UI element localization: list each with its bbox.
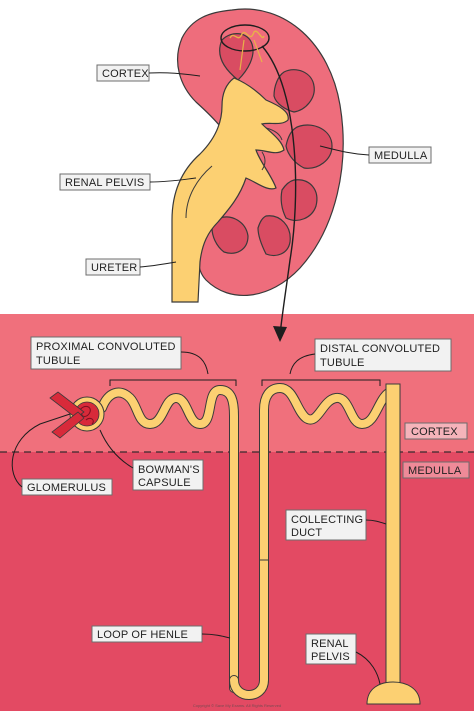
renal-pelvis-cup [366, 681, 421, 705]
proximal-convoluted-tubule-fill [98, 386, 238, 692]
proximal-bracket [109, 379, 237, 386]
label-text: URETER [91, 262, 137, 274]
distal-bracket [261, 379, 381, 386]
label-text: CAPSULE [138, 477, 191, 489]
label-renal-pelvis-top: RENAL PELVIS [59, 173, 151, 191]
label-arrow [365, 519, 387, 525]
label-text: RENAL [311, 638, 349, 650]
mini-nephron [229, 30, 265, 39]
label-arrow [201, 633, 231, 639]
calyx-detail [265, 127, 283, 141]
label-medulla-zone: MEDULLA [402, 461, 470, 479]
label-arrow [289, 353, 316, 375]
label-text: TUBULE [320, 357, 365, 369]
label-text: LOOP OF HENLE [97, 629, 188, 641]
label-text: GLOMERULUS [27, 482, 106, 494]
label-arrow [149, 177, 197, 183]
label-arrow [139, 261, 177, 268]
label-renal-pelvis-bottom: RENAL PELVIS [305, 633, 357, 665]
ureter-highlight [185, 165, 213, 219]
loop-of-henle-fill [230, 384, 394, 699]
afferent-arteriole [49, 391, 85, 419]
label-glomerulus: GLOMERULUS [21, 478, 113, 496]
label-arrow [319, 145, 370, 156]
label-text: RENAL PELVIS [65, 177, 144, 189]
calyx-detail [261, 151, 266, 171]
label-arrow [355, 651, 381, 685]
mini-nephron-tail [239, 39, 263, 71]
efferent-arteriole [51, 411, 85, 439]
label-text: DISTAL CONVOLUTED [320, 343, 440, 355]
renal-pyramid [273, 69, 315, 113]
label-loop-of-henle: LOOP OF HENLE [91, 625, 203, 643]
label-text: PELVIS [311, 651, 350, 663]
renal-pyramid [285, 124, 333, 169]
label-text: TUBULE [36, 355, 81, 367]
label-arrow [99, 429, 134, 469]
label-text: BOWMAN'S [138, 464, 200, 476]
label-distal-tubule: DISTAL CONVOLUTED TUBULE [314, 338, 452, 372]
label-text: PROXIMAL CONVOLUTED [36, 341, 176, 353]
label-text: MEDULLA [408, 465, 462, 477]
label-text: COLLECTING [291, 514, 363, 526]
label-arrow [180, 351, 209, 375]
renal-pyramid [219, 33, 254, 81]
zoom-arrowhead [273, 326, 287, 342]
nephron-tubule [49, 383, 421, 705]
glomerulus-capillaries [79, 405, 94, 425]
label-text: DUCT [291, 527, 322, 539]
label-arrow [11, 413, 71, 488]
collecting-duct [385, 383, 401, 685]
label-arrow [148, 72, 201, 77]
label-cortex-zone: CORTEX [404, 422, 468, 440]
kidney-illustration [171, 8, 344, 303]
label-ureter: URETER [85, 258, 141, 276]
label-cortex-top: CORTEX [96, 64, 150, 82]
renal-pyramid [257, 215, 291, 257]
label-bowmans-capsule: BOWMAN'S CAPSULE [132, 459, 204, 491]
label-medulla-top: MEDULLA [368, 146, 432, 164]
label-proximal-tubule: PROXIMAL CONVOLUTED TUBULE [30, 336, 182, 370]
copyright-text: Copyright © Save My Exams. All Rights Re… [193, 703, 281, 708]
label-collecting-duct: COLLECTING DUCT [285, 509, 367, 541]
renal-pyramid [280, 179, 318, 221]
label-text: CORTEX [102, 68, 149, 80]
renal-pelvis-shape [171, 77, 289, 303]
label-text: CORTEX [411, 426, 458, 438]
zoom-arrow [261, 45, 297, 336]
nephron-highlight-circle [220, 24, 270, 52]
label-text: MEDULLA [374, 150, 428, 162]
